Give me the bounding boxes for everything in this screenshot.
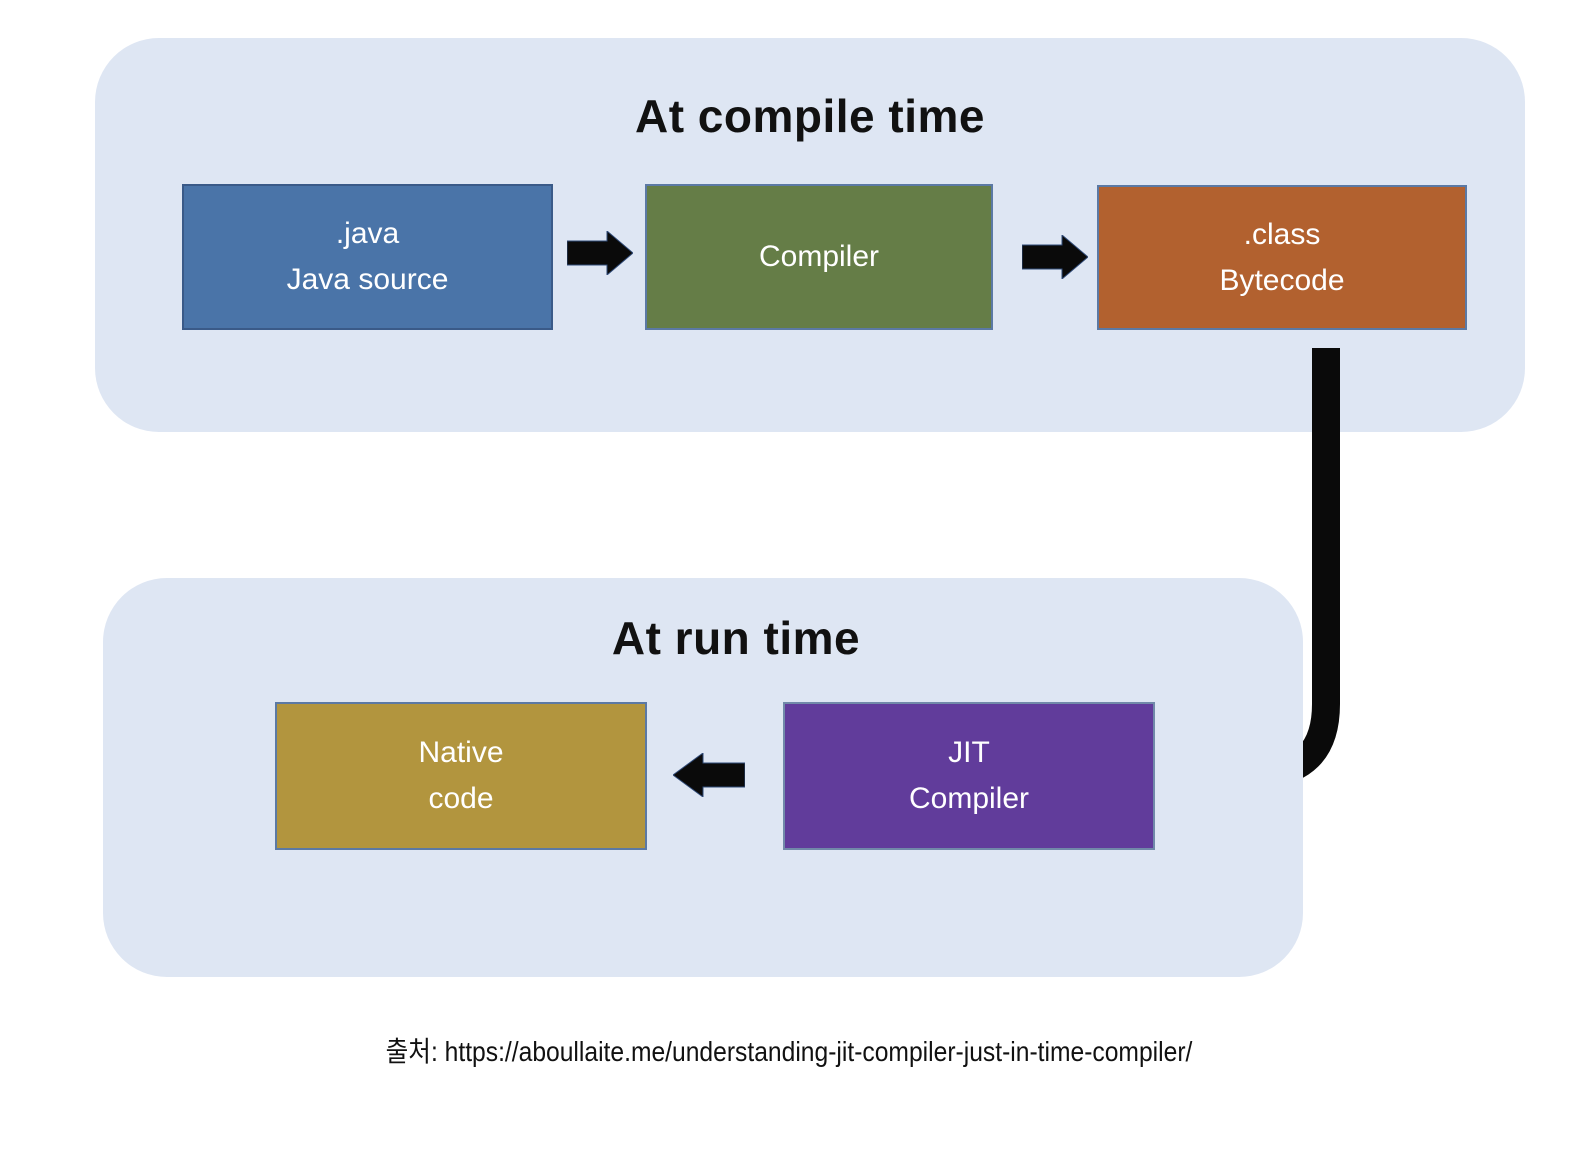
compiler-label: Compiler xyxy=(758,240,880,273)
java-source-box: .java Java source xyxy=(182,184,553,330)
compiler-box: Compiler xyxy=(645,184,993,330)
arrow-left-icon xyxy=(673,753,745,797)
native-code-label-line1: Native xyxy=(418,736,504,769)
run-time-title: At run time xyxy=(611,612,861,664)
bytecode-label-line2: Bytecode xyxy=(1219,263,1345,297)
jit-compiler-box: JIT Compiler xyxy=(783,702,1155,850)
bytecode-box: .class Bytecode xyxy=(1097,185,1467,330)
native-code-label-line2: code xyxy=(428,782,494,815)
bytecode-label-line1: .class xyxy=(1243,217,1321,251)
native-code-box: Native code xyxy=(275,702,647,850)
compile-time-title: At compile time xyxy=(634,90,985,142)
jit-label-line1: JIT xyxy=(948,736,990,769)
arrow-right-icon xyxy=(567,231,633,275)
java-source-label-line2: Java source xyxy=(286,263,449,296)
java-source-label-line1: .java xyxy=(335,217,400,250)
source-caption: 출처: https://aboullaite.me/understanding-… xyxy=(385,1036,1193,1067)
jit-label-line2: Compiler xyxy=(908,782,1030,815)
arrow-right-icon xyxy=(1022,235,1088,279)
